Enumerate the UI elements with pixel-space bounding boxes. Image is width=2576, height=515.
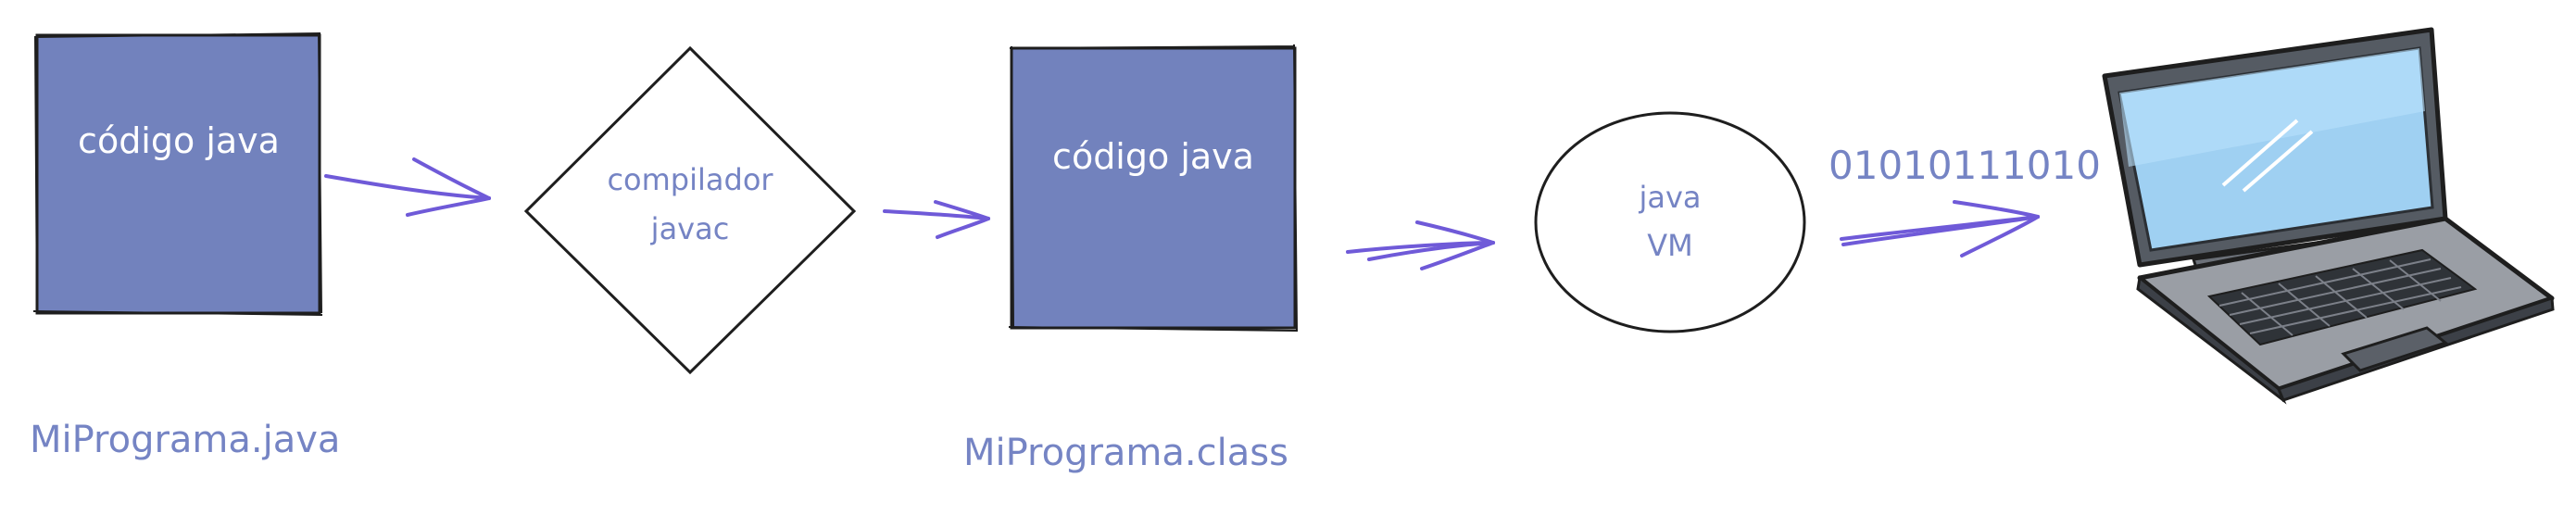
arrow-class-to-jvm bbox=[1346, 220, 1495, 270]
jvm-label-line1: java bbox=[1638, 180, 1701, 215]
bytecode-box: código java bbox=[1008, 44, 1299, 332]
bytecode-box-label: código java bbox=[1052, 136, 1254, 177]
jvm-label-line2: VM bbox=[1647, 228, 1693, 263]
source-code-box-label: código java bbox=[78, 120, 280, 161]
compiler-label-line1: compilador bbox=[607, 162, 773, 197]
class-file-caption: MiPrograma.class bbox=[963, 432, 1288, 474]
source-file-caption: MiPrograma.java bbox=[30, 419, 340, 461]
arrow-compiler-to-class bbox=[883, 200, 990, 239]
arrow-jvm-to-computer bbox=[1840, 200, 2040, 258]
binary-output-text: 01010111010 bbox=[1828, 143, 2101, 188]
arrow-source-to-compiler bbox=[324, 157, 491, 217]
compiler-diamond: compilador javac bbox=[523, 45, 857, 375]
compiler-label-line2: javac bbox=[650, 211, 730, 246]
jvm-ellipse: java VM bbox=[1534, 111, 1806, 333]
laptop-icon bbox=[2102, 27, 2555, 405]
source-code-box: código java bbox=[32, 31, 323, 316]
